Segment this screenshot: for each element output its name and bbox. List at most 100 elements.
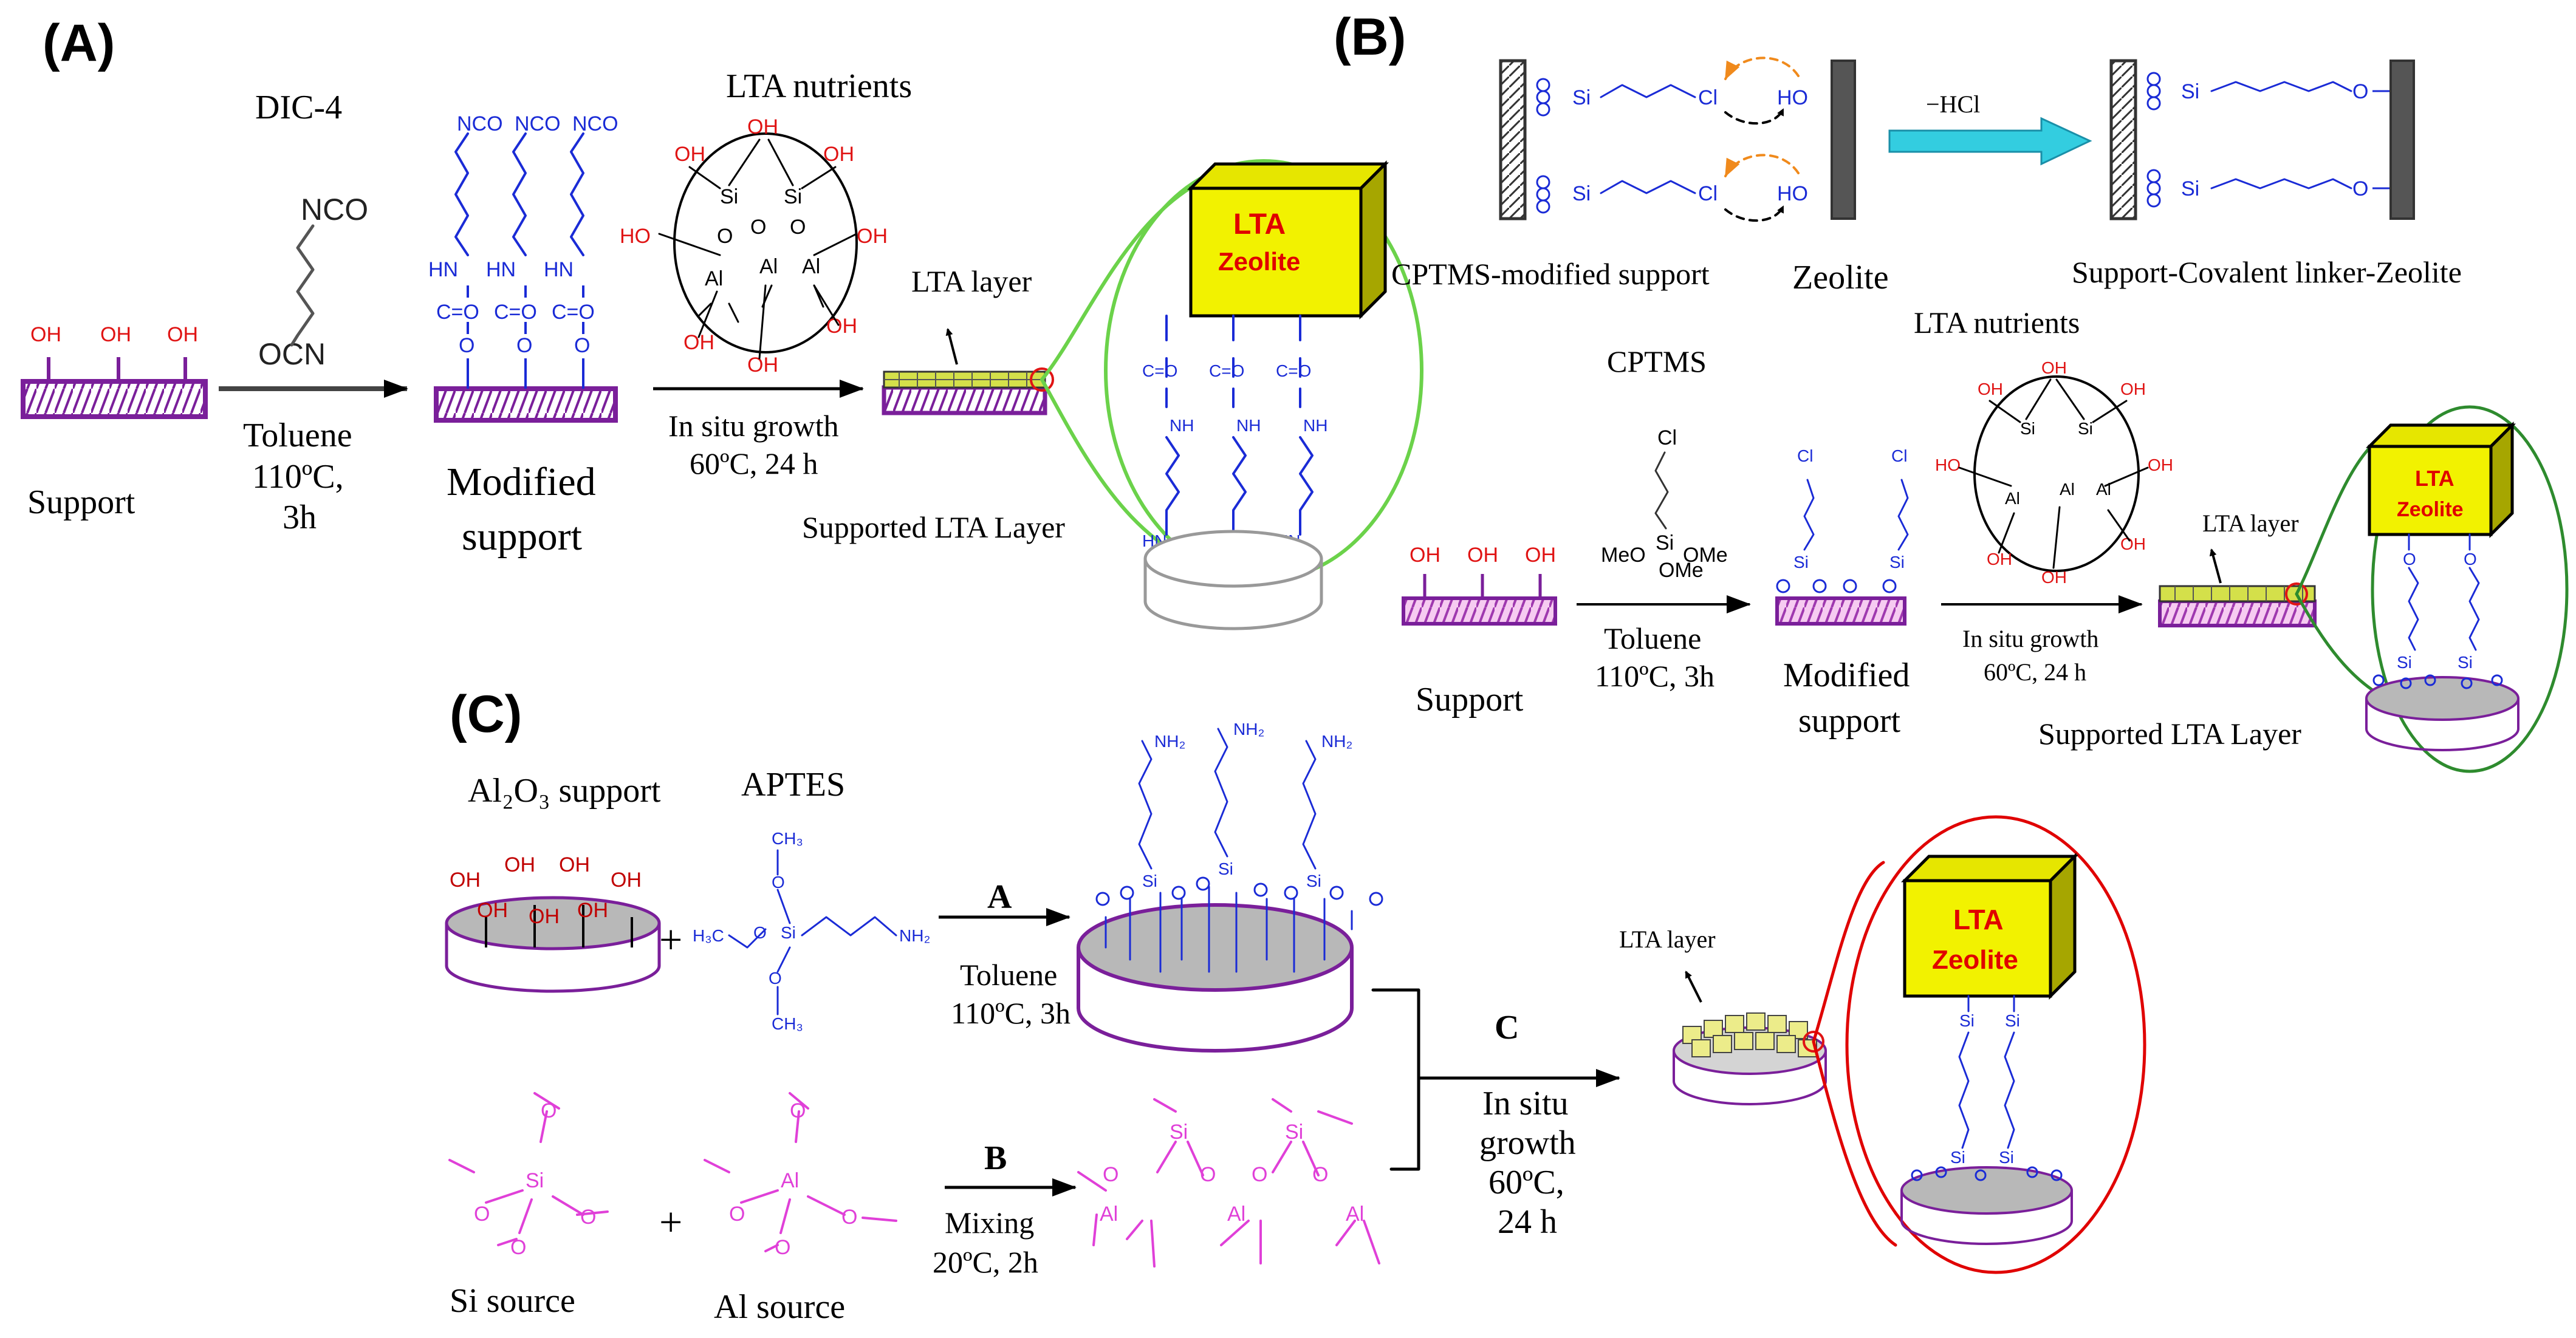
c-si-src-o-top: O bbox=[541, 1099, 557, 1122]
c-oh-3: OH bbox=[559, 853, 590, 876]
b-hcl-arrow bbox=[1888, 117, 2092, 166]
b-oh-1: OH bbox=[1410, 544, 1440, 567]
c-al2o3-support: Al₂O₃ support OH OH OH OH OH OH OH + bbox=[445, 772, 682, 993]
c-oh-1: OH bbox=[450, 869, 481, 892]
b-lta-nutrients: LTA nutrients OH OH OH HO OH OH OH OH Si… bbox=[1914, 305, 2173, 587]
c-al-src-o-top: O bbox=[790, 1099, 806, 1122]
a-supported-label: Supported LTA Layer bbox=[802, 510, 1065, 544]
c-aptes-modified-support: NH₂ NH₂ NH₂ Si Si Si bbox=[1077, 720, 1383, 1053]
c-aptes-label: APTES bbox=[741, 766, 845, 804]
c-oh-6: OH bbox=[529, 905, 560, 928]
a-chain-1-hn: HN bbox=[428, 258, 458, 281]
b-cptms-schematic: Si Cl Si Cl HO HO −HCl Si bbox=[1391, 56, 2462, 296]
c-al-source: O Al O O O Al source bbox=[704, 1092, 897, 1326]
a-nut-al-2: Al bbox=[759, 255, 778, 278]
a-zeolite-label-2: Zeolite bbox=[1218, 247, 1300, 276]
b-support-plate-right bbox=[2109, 59, 2137, 220]
c-modified-disc-top bbox=[1077, 903, 1354, 992]
a-nut-oh-top: OH bbox=[747, 115, 778, 138]
b-si-2: Si bbox=[1572, 182, 1591, 205]
b-arrow-1: Toluene 110ºC, 3h bbox=[1577, 595, 1751, 693]
b-si-4: Si bbox=[2181, 177, 2199, 200]
c-cond-c-4: 24 h bbox=[1498, 1203, 1557, 1241]
a-arrow-1: Toluene 110ºC, 3h bbox=[219, 380, 408, 536]
c-zoom-si-bottom-1: Si bbox=[1950, 1148, 1965, 1167]
a-nutrients-circle bbox=[673, 132, 858, 353]
c-cond-a-1: Toluene bbox=[960, 958, 1057, 992]
b-nut-al-1: Al bbox=[2005, 489, 2020, 508]
b-nut-si-1: Si bbox=[2020, 419, 2035, 438]
a-oh-2: OH bbox=[100, 323, 131, 346]
c-mod-nh2-1: NH₂ bbox=[1154, 732, 1185, 751]
a-modified-label-2: support bbox=[462, 514, 582, 559]
a-dic4-reagent: DIC-4 NCO OCN bbox=[255, 89, 368, 371]
a-oh-1: OH bbox=[30, 323, 61, 346]
a-reagent-name: DIC-4 bbox=[255, 89, 342, 126]
panel-a-label: (A) bbox=[43, 14, 115, 72]
c-net-o-4: O bbox=[1312, 1163, 1328, 1186]
c-si-src-o-bottom: O bbox=[510, 1236, 526, 1259]
b-oh-3: OH bbox=[1525, 544, 1556, 567]
a-support-bar bbox=[21, 379, 208, 419]
c-si-source-label: Si source bbox=[450, 1282, 575, 1320]
c-si-src-o-right: O bbox=[580, 1206, 596, 1229]
c-mod-si-3: Si bbox=[1306, 872, 1321, 890]
b-layer-support-bar bbox=[2158, 599, 2317, 627]
c-aptes-si: Si bbox=[781, 923, 796, 942]
b-support-label: Support bbox=[1416, 681, 1524, 718]
b-nut-ho-l: HO bbox=[1935, 456, 1961, 474]
a-zoom-disc bbox=[1143, 530, 1323, 588]
a-zoom-co-3: C=O bbox=[1276, 361, 1311, 380]
panel-b-label: (B) bbox=[1334, 8, 1406, 66]
c-net-o-2: O bbox=[1200, 1163, 1216, 1186]
c-aptes-reagent: APTES CH₃ O Si O O H₃C CH₃ NH₂ bbox=[693, 766, 930, 1033]
b-nutrients-label: LTA nutrients bbox=[1914, 305, 2080, 340]
a-nut-al-1: Al bbox=[705, 267, 723, 290]
c-net-al-2: Al bbox=[1227, 1203, 1245, 1226]
c-step-c: C bbox=[1495, 1009, 1519, 1046]
b-nut-al-2: Al bbox=[2060, 480, 2075, 499]
a-layer-support-bar bbox=[882, 385, 1047, 415]
c-al-src-al: Al bbox=[781, 1169, 799, 1192]
c-step-a: A bbox=[987, 878, 1012, 916]
b-o-link-2: O bbox=[2352, 177, 2368, 200]
c-cond-c-1: In situ bbox=[1482, 1085, 1569, 1122]
b-growth-1: In situ growth bbox=[1962, 625, 2098, 652]
a-dic-chain-1: O C=O HN NCO bbox=[428, 112, 503, 389]
a-dic-chain-2: O C=O HN NCO bbox=[486, 112, 561, 389]
b-cond-solvent: Toluene bbox=[1604, 621, 1701, 655]
b-nut-al-3: Al bbox=[2096, 480, 2111, 499]
b-nut-oh-tr: OH bbox=[2120, 380, 2146, 398]
a-chain-2-hn: HN bbox=[486, 258, 516, 281]
a-modified-support: O C=O HN NCO O C=O HN NCO O bbox=[428, 112, 618, 559]
b-mod-cl-1: Cl bbox=[1797, 446, 1813, 465]
b-mod-cl-2: Cl bbox=[1891, 446, 1907, 465]
c-zoom-si-bottom-2: Si bbox=[1999, 1148, 2014, 1167]
a-growth-1: In situ growth bbox=[668, 409, 839, 443]
c-zoom-si-top-1: Si bbox=[1959, 1011, 1975, 1030]
a-zoom-co-2: C=O bbox=[1209, 361, 1244, 380]
b-reagent-meo: MeO bbox=[1601, 544, 1646, 567]
a-nut-o-1: O bbox=[717, 225, 733, 248]
a-nut-o-2: O bbox=[750, 216, 766, 239]
a-arrow-2: In situ growth 60ºC, 24 h bbox=[653, 380, 864, 480]
b-zeolite-label-2: Zeolite bbox=[2397, 498, 2464, 521]
c-net-o-3: O bbox=[1252, 1163, 1267, 1186]
c-aptes-o-2: O bbox=[769, 969, 782, 988]
b-zoom-circle bbox=[2285, 582, 2308, 606]
c-plus-2: + bbox=[659, 1199, 682, 1245]
b-zoom-disc bbox=[2365, 676, 2519, 721]
c-cond-b-1: Mixing bbox=[945, 1206, 1034, 1240]
b-cptms-reagent: CPTMS Cl Si MeO OMe OMe bbox=[1601, 344, 1728, 582]
a-supported-layer: LTA layer Supported LTA Layer bbox=[802, 264, 1065, 544]
b-reagent-ome-1: OMe bbox=[1683, 544, 1728, 567]
b-ho-1: HO bbox=[1777, 86, 1808, 109]
b-si-1: Si bbox=[1572, 86, 1591, 109]
a-chain-2-co: C=O bbox=[494, 301, 537, 324]
a-zoom-circle bbox=[1030, 367, 1054, 392]
a-nut-si-2: Si bbox=[784, 185, 802, 208]
c-cond-c-2: growth bbox=[1479, 1124, 1576, 1162]
c-zoom-detail: LTA Zeolite Si Si Si Si bbox=[1812, 815, 2146, 1274]
c-cond-b-2: 20ºC, 2h bbox=[933, 1245, 1038, 1279]
